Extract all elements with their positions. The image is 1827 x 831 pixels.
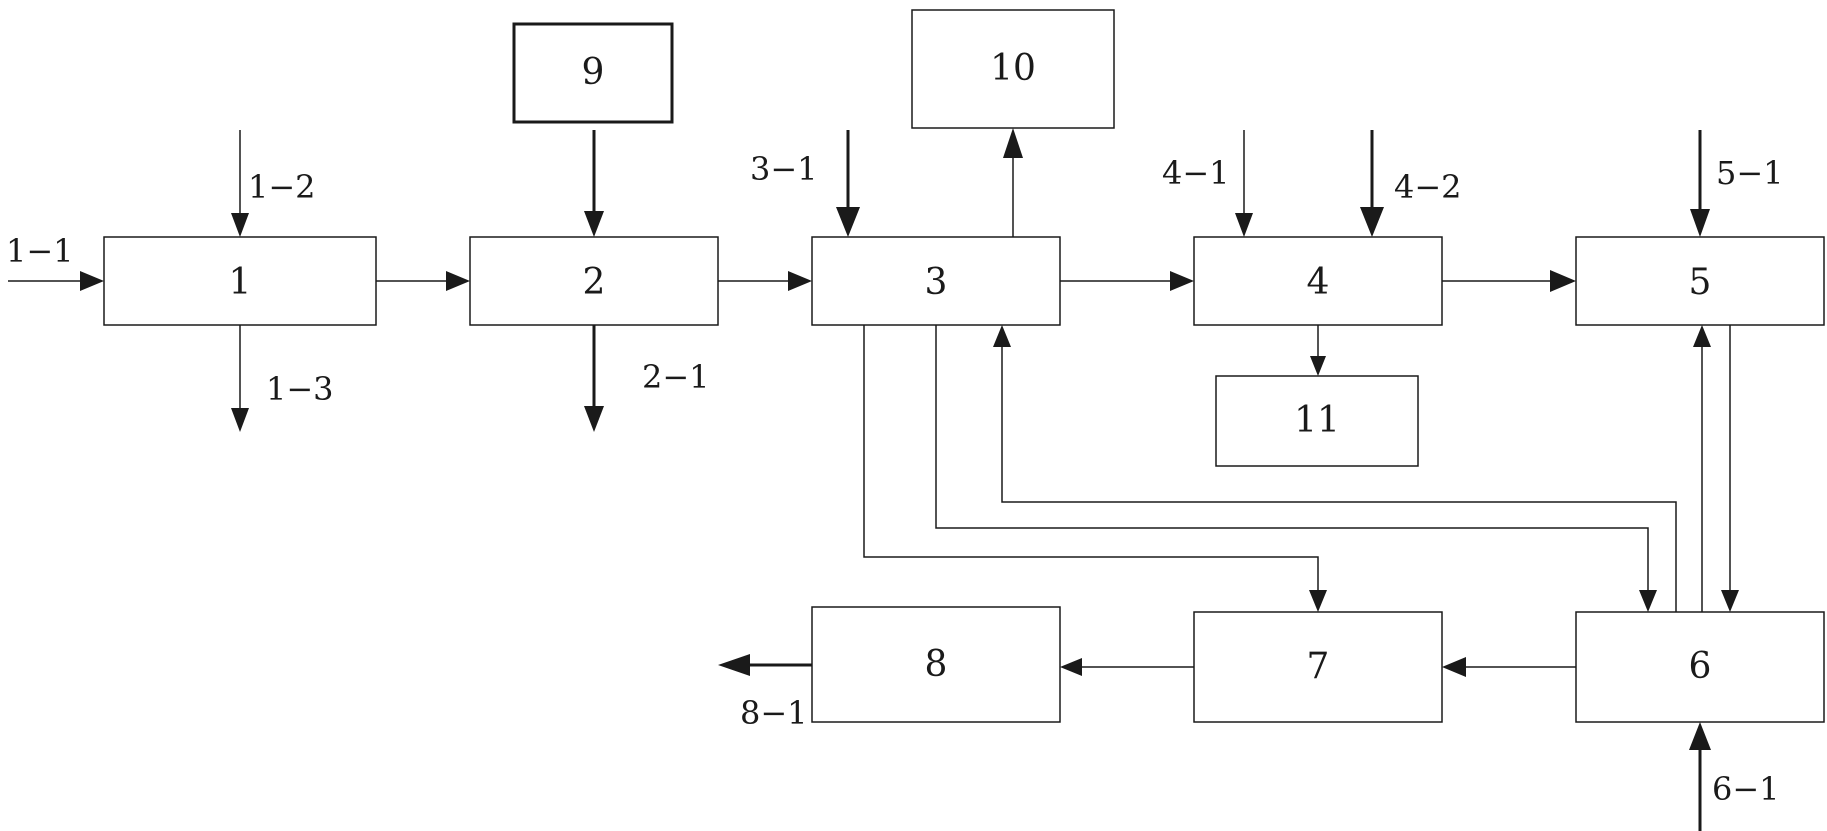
stream-label-2-1: 2−1 (642, 358, 710, 396)
arrow-2-to-3 (718, 271, 812, 291)
block-5: 5 (1575, 236, 1825, 326)
stream-label-4-2: 4−2 (1394, 168, 1462, 206)
block-2-label: 2 (583, 262, 606, 303)
block-3: 3 (811, 236, 1061, 326)
stream-label-1-3: 1−3 (266, 370, 334, 408)
arrow-6-to-3 (993, 325, 1677, 612)
stream-label-8-1: 8−1 (740, 694, 808, 732)
block-3-label: 3 (925, 262, 948, 303)
arrow-5-to-6 (1721, 325, 1739, 612)
arrow-4-2-in (1360, 130, 1384, 237)
stream-label-6-1: 6−1 (1712, 770, 1780, 808)
arrow-1-1-in (8, 271, 104, 291)
stream-label-5-1: 5−1 (1716, 154, 1784, 192)
arrow-3-to-4 (1060, 271, 1194, 291)
arrow-6-1-in (1689, 722, 1711, 831)
arrow-4-to-11 (1310, 325, 1326, 376)
arrow-8-1-out (718, 654, 812, 676)
arrow-7-to-8 (1060, 658, 1194, 676)
stream-label-3-1: 3−1 (750, 150, 818, 188)
stream-label-1-2: 1−2 (248, 168, 316, 206)
block-4: 4 (1193, 236, 1443, 326)
stream-label-1-1: 1−1 (6, 232, 74, 270)
arrow-3-to-10 (1003, 128, 1023, 237)
block-8: 8 (811, 606, 1061, 723)
arrow-6-to-5 (1693, 325, 1711, 612)
block-2: 2 (469, 236, 719, 326)
block-8-label: 8 (925, 644, 948, 685)
arrow-9-to-2 (584, 130, 604, 237)
arrow-5-1-in (1690, 130, 1710, 237)
arrow-4-1-in (1235, 130, 1253, 237)
arrow-1-3-out (231, 325, 249, 432)
block-11-label: 11 (1294, 400, 1340, 441)
block-5-label: 5 (1689, 262, 1712, 303)
block-7-label: 7 (1307, 646, 1330, 687)
block-7: 7 (1193, 611, 1443, 723)
arrow-2-1-out (584, 325, 604, 432)
arrow-3-to-7 (863, 325, 1327, 612)
block-1-label: 1 (229, 262, 252, 303)
arrow-1-2-in (231, 130, 249, 237)
block-6: 6 (1575, 611, 1825, 723)
block-11: 11 (1215, 375, 1419, 467)
arrow-3-to-6 (935, 325, 1657, 612)
stream-label-4-1: 4−1 (1162, 154, 1230, 192)
arrow-3-1-in (836, 130, 860, 237)
block-10: 10 (911, 9, 1115, 129)
block-4-label: 4 (1307, 262, 1330, 303)
arrow-1-to-2 (376, 271, 470, 291)
arrow-6-to-7 (1442, 657, 1576, 677)
block-9: 9 (512, 22, 674, 124)
arrow-4-to-5 (1442, 270, 1576, 292)
block-10-label: 10 (990, 48, 1036, 89)
block-1: 1 (103, 236, 377, 326)
block-6-label: 6 (1689, 646, 1712, 687)
block-9-label: 9 (582, 52, 605, 93)
